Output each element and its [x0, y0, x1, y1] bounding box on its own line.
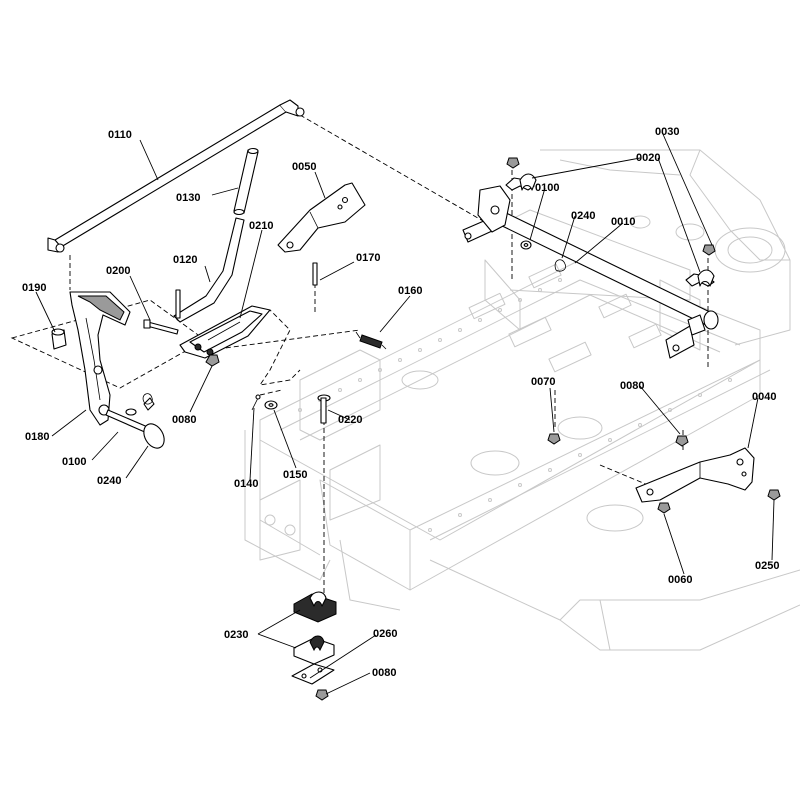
- callout-0120: 0120: [173, 254, 197, 266]
- callout-0040: 0040: [752, 391, 776, 403]
- callout-labels: 0110 0130 0050 0210 0200 0120 0170 0190 …: [22, 126, 779, 679]
- callout-0170: 0170: [356, 252, 380, 264]
- callout-0050: 0050: [292, 161, 316, 173]
- callout-0100-left: 0100: [62, 456, 86, 468]
- callout-0150: 0150: [283, 469, 307, 481]
- part-0180-pedal: [69, 291, 131, 426]
- callout-0110: 0110: [108, 129, 132, 141]
- part-0140-pin: [251, 394, 261, 411]
- part-0080-nut-left: [205, 354, 220, 367]
- callout-0240-right: 0240: [571, 210, 595, 222]
- callout-0220: 0220: [338, 414, 362, 426]
- part-0240-clip-left: [142, 393, 153, 405]
- part-0200-bolt: [143, 319, 179, 335]
- callout-0080-left: 0080: [172, 414, 196, 426]
- part-0120-lever: [173, 217, 245, 323]
- assembly-lines: [10, 114, 709, 610]
- part-0050-plate: [277, 182, 366, 253]
- part-0060-screw: [657, 502, 671, 514]
- callout-0250: 0250: [755, 560, 779, 572]
- part-0080-nut-right: [675, 435, 689, 447]
- callout-0010: 0010: [611, 216, 635, 228]
- part-0110-rod: [47, 99, 305, 253]
- callout-0080-bottom: 0080: [372, 667, 396, 679]
- callout-0240-left: 0240: [97, 475, 121, 487]
- part-0250-screw: [767, 489, 781, 501]
- callout-0060: 0060: [668, 574, 692, 586]
- callout-0140: 0140: [234, 478, 258, 490]
- part-0210-bracket: [179, 305, 271, 359]
- callout-0080-right: 0080: [620, 380, 644, 392]
- part-0100-pin-left: [105, 397, 165, 449]
- part-0020-clips: [505, 173, 715, 287]
- callout-0160: 0160: [398, 285, 422, 297]
- chassis-frame: [244, 149, 800, 651]
- callout-0260: 0260: [373, 628, 397, 640]
- part-0240-clip-right: [554, 259, 567, 272]
- callout-0100-right: 0100: [535, 182, 559, 194]
- part-0160-spring: [355, 331, 387, 350]
- part-0100-washer-right: [520, 240, 532, 250]
- part-0130-tube: [233, 147, 259, 216]
- part-0230-clamp: [293, 591, 337, 665]
- callout-0030: 0030: [655, 126, 679, 138]
- part-0220-bolt: [317, 394, 331, 424]
- part-0030-screws: [506, 157, 716, 256]
- part-0190-bushing: [51, 328, 67, 350]
- part-0040-plate: [635, 447, 755, 503]
- part-0150-washer: [264, 400, 278, 410]
- callout-0190: 0190: [22, 282, 46, 294]
- callout-0230: 0230: [224, 629, 248, 641]
- callout-0180: 0180: [25, 431, 49, 443]
- part-0070-nut: [547, 433, 561, 445]
- part-0010-shaft: [462, 185, 719, 359]
- callout-0200: 0200: [106, 265, 130, 277]
- leader-lines: [35, 131, 775, 695]
- part-0080-nut-bottom: [315, 689, 329, 701]
- callout-0070: 0070: [531, 376, 555, 388]
- part-0170-pin: [312, 262, 318, 286]
- callout-0210: 0210: [249, 220, 273, 232]
- callout-0020: 0020: [636, 152, 660, 164]
- callout-0130: 0130: [176, 192, 200, 204]
